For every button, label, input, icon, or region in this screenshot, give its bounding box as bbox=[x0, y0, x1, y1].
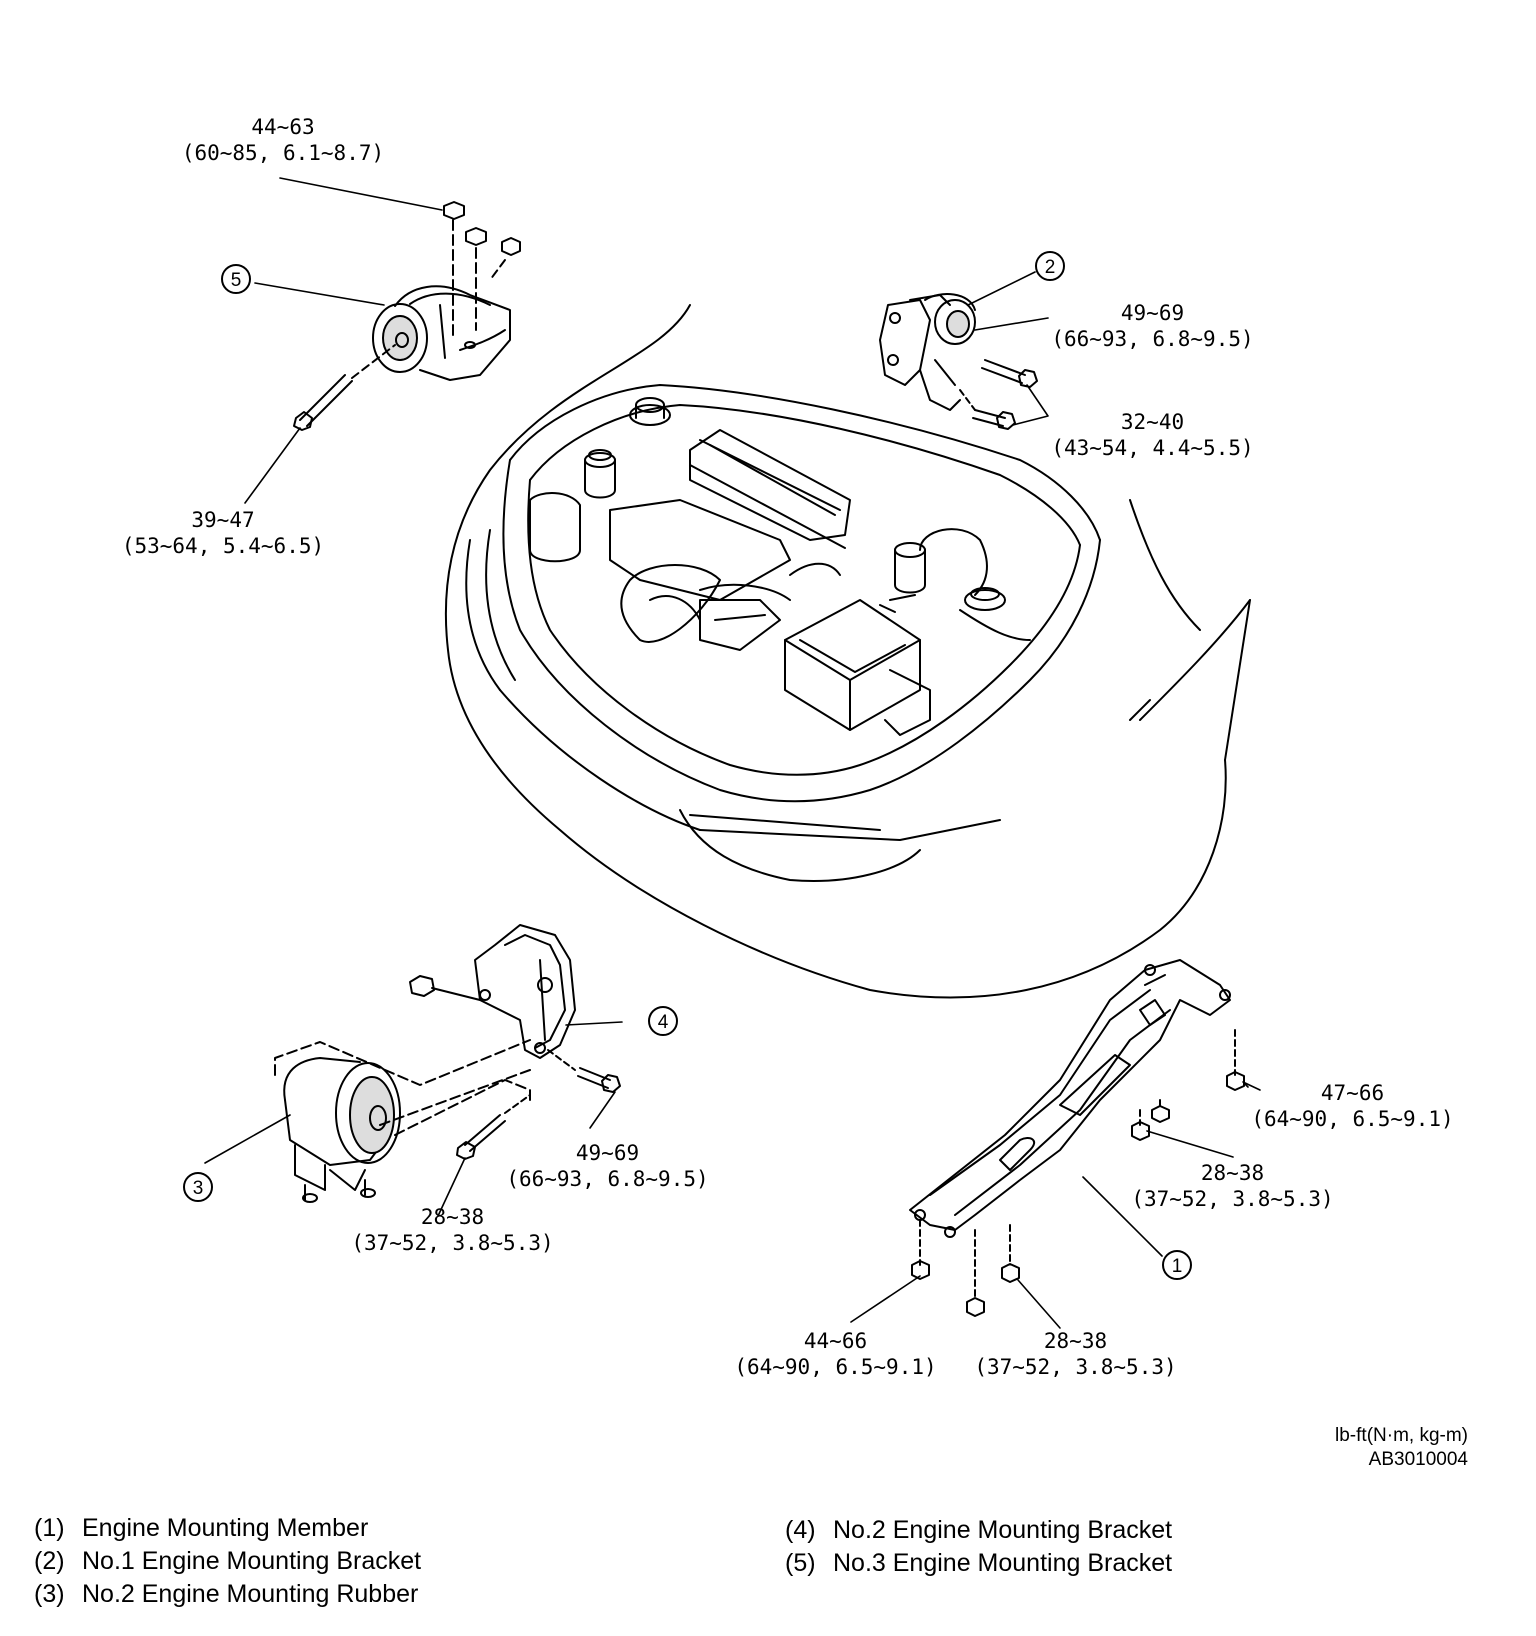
torque-metric: (66~93, 6.8~9.5) bbox=[1051, 327, 1254, 351]
torque-metric: (60~85, 6.1~8.7) bbox=[181, 141, 385, 165]
callout-5: 5 bbox=[221, 264, 251, 294]
torque-spec-no2-rubber-bolt: 28~38 (37~52, 3.8~5.3) bbox=[345, 1204, 560, 1256]
torque-value: 49~69 bbox=[575, 1141, 640, 1165]
legend-number: (5) bbox=[785, 1549, 816, 1577]
legend-item: (5) No.3 Engine Mounting Bracket bbox=[785, 1547, 1172, 1580]
callout-1: 1 bbox=[1162, 1250, 1192, 1280]
torque-value: 39~47 bbox=[191, 508, 255, 532]
torque-value: 28~38 bbox=[1043, 1329, 1108, 1353]
legend-number: (3) bbox=[34, 1580, 65, 1608]
parts-legend-right: (4) No.2 Engine Mounting Bracket (5) No.3 … bbox=[785, 1514, 1172, 1580]
torque-spec-no1-upper: 49~69 (66~93, 6.8~9.5) bbox=[1045, 300, 1260, 352]
torque-value: 49~69 bbox=[1120, 301, 1185, 325]
legend-item: (2) No.1 Engine Mounting Bracket bbox=[34, 1545, 421, 1578]
torque-spec-no1-lower: 32~40 (43~54, 4.4~5.5) bbox=[1045, 409, 1260, 461]
figure-code: AB3010004 bbox=[1368, 1449, 1468, 1470]
legend-text: No.1 Engine Mounting Bracket bbox=[82, 1547, 422, 1575]
torque-value: 47~66 bbox=[1320, 1081, 1385, 1105]
torque-spec-member-rear: 47~66 (64~90, 6.5~9.1) bbox=[1245, 1080, 1460, 1132]
legend-item: (3) No.2 Engine Mounting Rubber bbox=[34, 1578, 421, 1611]
engine-mounting-member-part bbox=[909, 959, 1245, 1317]
units-note: lb-ft(N·m, kg-m) AB3010004 bbox=[1335, 1424, 1468, 1472]
legend-number: (1) bbox=[34, 1514, 65, 1542]
legend-item: (4) No.2 Engine Mounting Bracket bbox=[785, 1514, 1172, 1547]
vehicle-engine-bay bbox=[444, 304, 1251, 999]
legend-item: (1) Engine Mounting Member bbox=[34, 1512, 421, 1545]
torque-metric: (37~52, 3.8~5.3) bbox=[974, 1355, 1177, 1379]
legend-text: No.3 Engine Mounting Bracket bbox=[833, 1549, 1173, 1577]
torque-metric: (43~54, 4.4~5.5) bbox=[1051, 436, 1254, 460]
torque-spec-no3-nut: 44~63 (60~85, 6.1~8.7) bbox=[178, 114, 388, 166]
torque-value: 44~66 bbox=[803, 1329, 868, 1353]
torque-value: 32~40 bbox=[1120, 410, 1185, 434]
torque-metric: (53~64, 5.4~6.5) bbox=[121, 534, 325, 558]
callout-3: 3 bbox=[183, 1172, 213, 1202]
callout-2: 2 bbox=[1035, 251, 1065, 281]
legend-text: No.2 Engine Mounting Rubber bbox=[82, 1580, 419, 1608]
torque-value: 28~38 bbox=[420, 1205, 485, 1229]
callout-4: 4 bbox=[648, 1006, 678, 1036]
leader-lines bbox=[204, 177, 1261, 1329]
torque-spec-member-front-left: 44~66 (64~90, 6.5~9.1) bbox=[728, 1328, 943, 1380]
torque-metric: (37~52, 3.8~5.3) bbox=[1131, 1187, 1334, 1211]
torque-spec-no3-bolt: 39~47 (53~64, 5.4~6.5) bbox=[118, 507, 328, 559]
torque-value: 28~38 bbox=[1200, 1161, 1265, 1185]
torque-metric: (37~52, 3.8~5.3) bbox=[351, 1231, 554, 1255]
no3-mounting-bracket-part bbox=[293, 201, 521, 431]
legend-number: (4) bbox=[785, 1516, 816, 1544]
legend-number: (2) bbox=[34, 1547, 65, 1575]
torque-value: 44~63 bbox=[251, 115, 315, 139]
torque-metric: (64~90, 6.5~9.1) bbox=[1251, 1107, 1454, 1131]
units-label: lb-ft(N·m, kg-m) bbox=[1335, 1425, 1468, 1446]
torque-metric: (66~93, 6.8~9.5) bbox=[506, 1167, 709, 1191]
torque-spec-no2-bracket-bolt: 49~69 (66~93, 6.8~9.5) bbox=[500, 1140, 715, 1192]
torque-metric: (64~90, 6.5~9.1) bbox=[734, 1355, 937, 1379]
legend-text: No.2 Engine Mounting Bracket bbox=[833, 1516, 1173, 1544]
no1-mounting-bracket-part bbox=[879, 293, 1038, 430]
torque-spec-member-mid: 28~38 (37~52, 3.8~5.3) bbox=[1125, 1160, 1340, 1212]
no2-mounting-rubber-part bbox=[274, 1039, 531, 1203]
no2-mounting-bracket-part bbox=[409, 924, 621, 1093]
torque-spec-member-front-right: 28~38 (37~52, 3.8~5.3) bbox=[968, 1328, 1183, 1380]
parts-legend-left: (1) Engine Mounting Member (2) No.1 Engine… bbox=[34, 1512, 421, 1611]
legend-text: Engine Mounting Member bbox=[82, 1514, 369, 1542]
